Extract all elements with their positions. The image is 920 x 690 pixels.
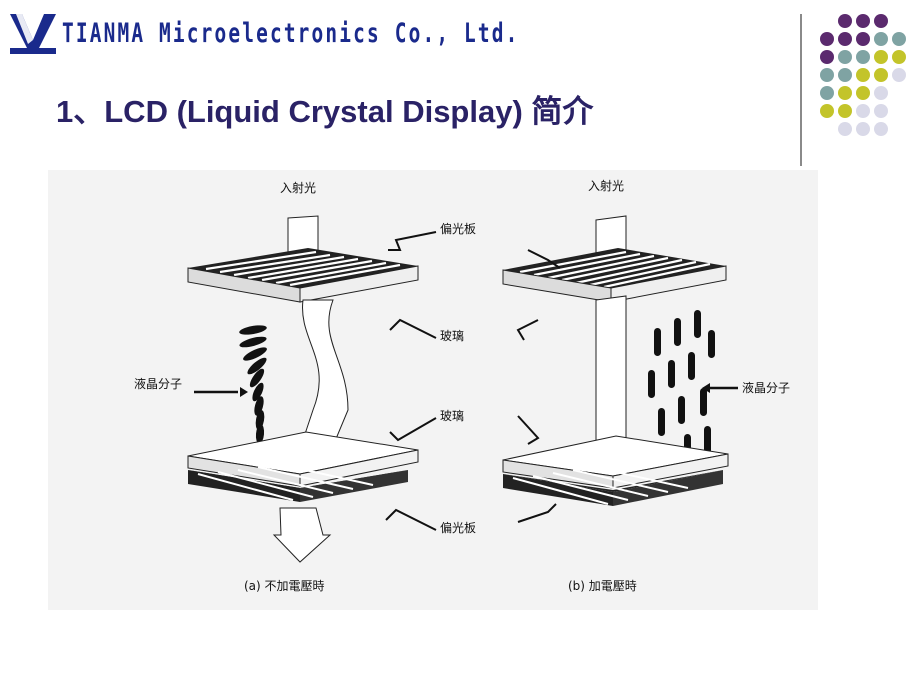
left-caption: (a) 不加電壓時 bbox=[244, 579, 325, 593]
left-polarizer-top-label: 偏光板 bbox=[440, 221, 476, 236]
left-glass-top-label: 玻璃 bbox=[440, 329, 464, 343]
decorative-dot bbox=[838, 122, 852, 136]
decorative-dot bbox=[856, 32, 870, 46]
decorative-dot bbox=[892, 32, 906, 46]
left-liquid-crystal-label: 液晶分子 bbox=[134, 376, 182, 391]
decorative-dot bbox=[874, 32, 888, 46]
decorative-dot bbox=[874, 86, 888, 100]
arrow-icon bbox=[517, 503, 557, 523]
right-incident-light-label: 入射光 bbox=[588, 178, 624, 193]
decorative-dot bbox=[838, 32, 852, 46]
tianma-logo-icon bbox=[8, 10, 58, 56]
decorative-dot bbox=[838, 104, 852, 118]
right-liquid-crystal-label: 液晶分子 bbox=[742, 380, 790, 395]
left-incident-light-label: 入射光 bbox=[280, 180, 316, 195]
left-panel: 入射光 偏光板 玻璃 液晶分子 玻璃 偏光板 (a) 不加電壓時 bbox=[134, 180, 476, 593]
decorative-dot bbox=[874, 104, 888, 118]
company-name: TIANMA Microelectronics Co., Ltd. bbox=[62, 18, 520, 49]
right-panel: 入射光 液晶分子 (b) 加電壓時 bbox=[502, 178, 790, 593]
decorative-dot bbox=[856, 68, 870, 82]
decorative-dot bbox=[838, 50, 852, 64]
decorative-dot bbox=[838, 68, 852, 82]
slide-title: 1、LCD (Liquid Crystal Display) 简介 bbox=[56, 94, 594, 129]
arrow-icon bbox=[385, 508, 437, 531]
arrow-icon bbox=[389, 318, 437, 339]
decorative-dot bbox=[820, 104, 834, 118]
decorative-dot bbox=[874, 14, 888, 28]
decorative-dot bbox=[874, 68, 888, 82]
decorative-dot bbox=[856, 86, 870, 100]
arrow-icon bbox=[388, 231, 437, 251]
arrow-icon bbox=[389, 417, 437, 442]
decorative-dot bbox=[856, 122, 870, 136]
arrow-icon bbox=[516, 319, 539, 341]
arrow-icon bbox=[527, 249, 561, 269]
divider-line bbox=[800, 14, 802, 166]
decorative-dot bbox=[856, 14, 870, 28]
decorative-dot bbox=[820, 86, 834, 100]
arrow-icon bbox=[517, 415, 540, 445]
decorative-dot bbox=[838, 14, 852, 28]
decorative-dot bbox=[820, 50, 834, 64]
left-polarizer-bottom-label: 偏光板 bbox=[440, 520, 476, 535]
decorative-dot bbox=[874, 50, 888, 64]
right-caption: (b) 加電壓時 bbox=[568, 579, 637, 593]
decorative-dot bbox=[892, 50, 906, 64]
decorative-dot bbox=[856, 104, 870, 118]
decorative-dot bbox=[838, 86, 852, 100]
decorative-dot bbox=[856, 50, 870, 64]
decorative-dot bbox=[820, 32, 834, 46]
decorative-dot bbox=[820, 68, 834, 82]
decorative-dot bbox=[892, 68, 906, 82]
lcd-diagram: 入射光 偏光板 玻璃 液晶分子 玻璃 偏光板 (a) 不加電壓時 bbox=[48, 170, 818, 610]
left-glass-bottom-label: 玻璃 bbox=[440, 409, 464, 423]
decorative-dot bbox=[874, 122, 888, 136]
